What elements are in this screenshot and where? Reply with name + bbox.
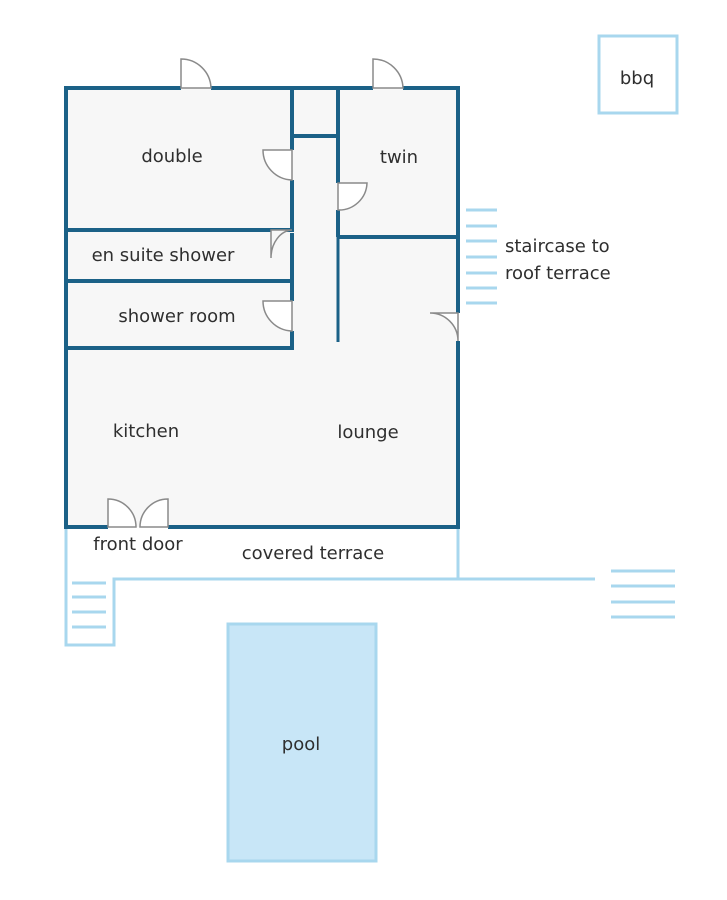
door-twin-interior	[337, 182, 368, 211]
door-shower-room	[262, 300, 293, 332]
doors	[107, 58, 459, 528]
door-staircase	[429, 312, 459, 342]
door-twin-exterior	[372, 58, 404, 89]
door-double-interior	[262, 149, 293, 181]
bbq-label: bbq	[620, 68, 654, 89]
pool-label: pool	[282, 734, 320, 755]
garden-steps	[611, 569, 675, 619]
walls	[64, 86, 460, 529]
lounge-label: lounge	[337, 422, 398, 443]
roof-staircase	[466, 208, 497, 305]
bbq-box	[597, 34, 679, 115]
staircase-label-line2: roof terrace	[505, 263, 611, 284]
en-suite-label: en suite shower	[92, 245, 235, 266]
kitchen-label: kitchen	[113, 421, 179, 442]
house-floor	[66, 88, 458, 527]
door-double-exterior	[180, 58, 212, 89]
staircase-label-line1: staircase to	[505, 236, 610, 257]
pool	[226, 622, 378, 863]
double-label: double	[141, 146, 202, 167]
front-door-label: front door	[93, 534, 183, 555]
covered-terrace-outline	[64, 527, 460, 647]
shower-room-label: shower room	[118, 306, 235, 327]
twin-label: twin	[380, 147, 418, 168]
front-door-left-leaf	[107, 498, 137, 528]
covered-terrace-label: covered terrace	[242, 543, 384, 564]
front-door-right-leaf	[139, 498, 169, 528]
front-steps	[72, 581, 106, 629]
door-en-suite	[270, 229, 293, 259]
